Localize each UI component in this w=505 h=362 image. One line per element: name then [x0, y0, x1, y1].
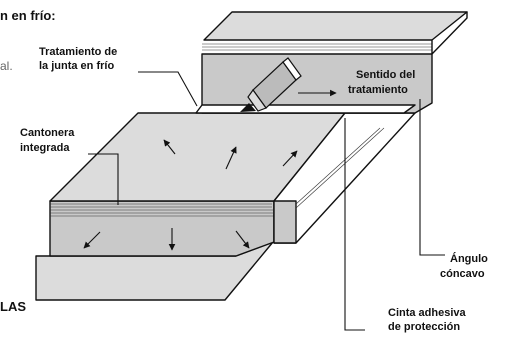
leader-cinta — [344, 118, 365, 331]
sealant-cartridge-icon — [240, 57, 302, 112]
label-cantonera: Cantonera integrada — [20, 127, 77, 154]
fragment-bottom-left: LAS — [0, 299, 26, 314]
concave-corner-face — [273, 200, 297, 244]
arrow-icon — [235, 230, 250, 249]
leader-cantonera — [88, 153, 119, 205]
arrow-icon — [83, 231, 101, 249]
right-edge-return — [431, 11, 468, 55]
leader-angulo — [419, 99, 445, 256]
label-sentido-line1: Sentido del — [356, 69, 415, 81]
label-cinta: Cinta adhesiva de protección — [388, 307, 469, 333]
riser-arrows — [83, 228, 250, 251]
lower-riser — [49, 200, 275, 257]
label-cantonera-line1: Cantonera — [20, 127, 75, 139]
label-junta-line1: Tratamiento de — [39, 46, 117, 58]
tread-arrows — [163, 139, 298, 170]
label-junta-line2: la junta en frío — [39, 60, 114, 72]
label-cinta-line2: de protección — [388, 321, 460, 333]
label-sentido: Sentido del tratamiento — [348, 69, 418, 96]
concave-corner-layers — [295, 127, 385, 209]
label-cantonera-line2: integrada — [20, 142, 70, 154]
upper-top-surface — [203, 11, 468, 41]
label-junta: Tratamiento de la junta en frío — [39, 46, 120, 72]
lower-riser-layers — [50, 203, 274, 217]
arrow-icon — [282, 150, 298, 167]
membrane-illustration — [35, 11, 468, 331]
fragment-top-left: n en frío: — [0, 8, 56, 23]
label-cinta-line1: Cinta adhesiva — [388, 307, 467, 319]
arrow-icon — [163, 139, 176, 155]
label-angulo-line2: cóncavo — [440, 268, 485, 280]
cold-joint-strip — [195, 104, 416, 114]
upper-wall-layers — [202, 43, 432, 51]
label-angulo: Ángulo cóncavo — [440, 252, 491, 280]
label-sentido-line2: tratamiento — [348, 84, 408, 96]
fragment-left-middle: al. — [0, 59, 13, 73]
arrow-icon — [225, 146, 237, 170]
leader-junta — [138, 71, 198, 107]
label-angulo-line1: Ángulo — [450, 252, 488, 265]
